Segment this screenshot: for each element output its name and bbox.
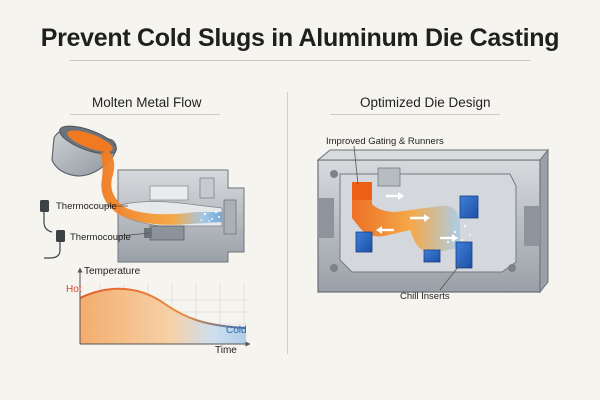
- graph-hot-label: Hot: [66, 284, 82, 295]
- thermocouple-label-top: Thermocouple: [56, 201, 117, 212]
- chill-insert-icon: [355, 195, 479, 269]
- graph-y-axis-label: Temperature: [84, 266, 141, 277]
- thermocouple-label-bottom: Thermocouple: [70, 232, 131, 243]
- temperature-graph: [77, 267, 251, 347]
- flow-arrow-icon: [376, 192, 458, 242]
- gating-callout-label: Improved Gating & Runners: [326, 136, 444, 147]
- chill-callout-line: [439, 261, 463, 291]
- gating-runner-flow: [352, 182, 471, 253]
- gating-callout-line: [353, 145, 359, 185]
- graph-cold-label: Cold: [226, 325, 247, 336]
- graph-x-axis-label: Time: [215, 345, 237, 356]
- right-panel-heading: Optimized Die Design: [360, 95, 491, 110]
- left-panel-heading: Molten Metal Flow: [92, 95, 202, 110]
- right-heading-rule: [330, 114, 500, 115]
- left-heading-rule: [70, 114, 220, 115]
- thermocouple-icon: [44, 230, 151, 259]
- chill-callout-label: Chill Inserts: [400, 291, 450, 302]
- molten-metal-stream: [100, 150, 222, 225]
- ladle-icon: [51, 125, 117, 177]
- panel-divider: [287, 92, 288, 354]
- title-rule: [70, 60, 530, 61]
- thermocouple-icon: [40, 200, 128, 233]
- page-title: Prevent Cold Slugs in Aluminum Die Casti…: [40, 24, 560, 52]
